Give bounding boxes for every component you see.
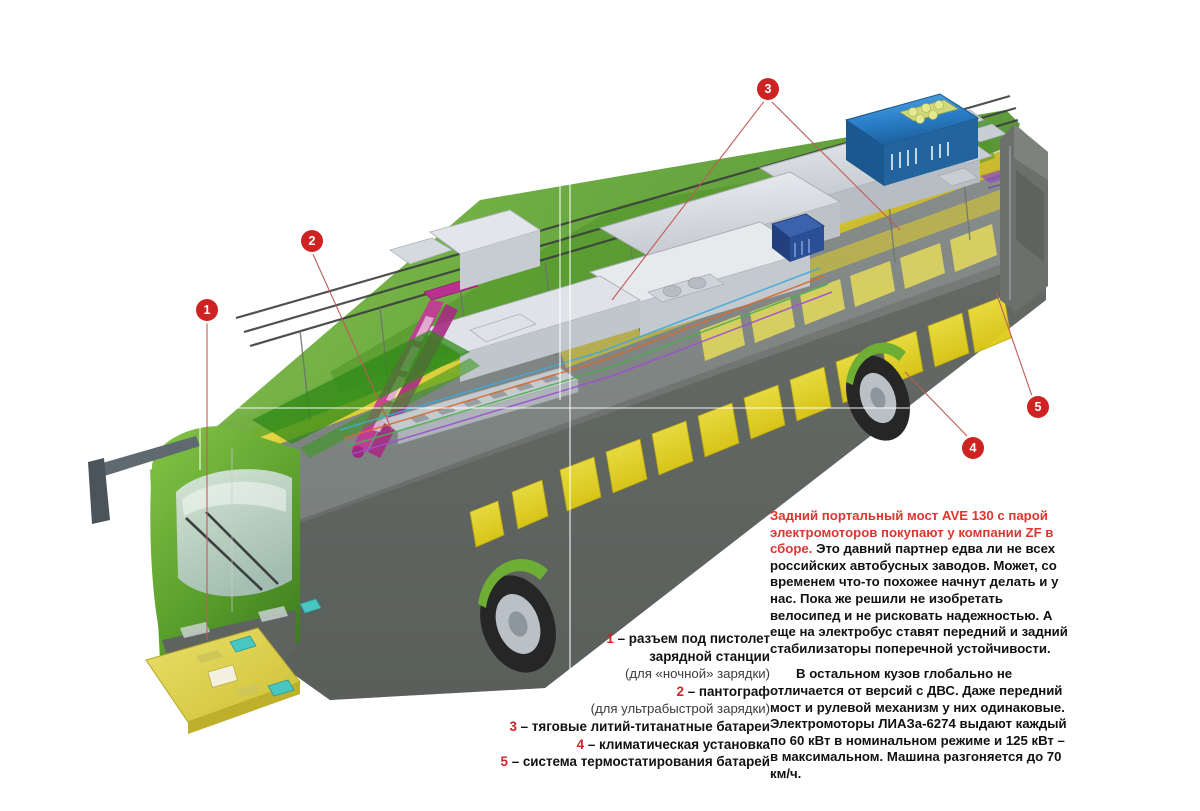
- charging-connector-panel: [145, 598, 322, 734]
- leader-3b: [769, 99, 901, 231]
- legend-note-2: (для ультрабыстрой зарядки): [590, 701, 770, 717]
- roof-tray-perforations: [410, 374, 560, 423]
- article-paragraph-2: В остальном кузов глобально не отличаетс…: [770, 666, 1067, 781]
- callout-marker-3[interactable]: 3: [757, 78, 779, 100]
- roof-inverter-unit: [771, 213, 825, 262]
- legend-text-3: – тяговые литий-титанатные батареи: [520, 718, 770, 734]
- legend-line-2: 2 – пантограф: [470, 683, 770, 701]
- callout-marker-2[interactable]: 2: [301, 230, 323, 252]
- article-lead-sentence: Задний портальный мост AVE 130 с парой э…: [770, 508, 1054, 557]
- legend-line-1: 1 – разъем под пистолет: [470, 630, 770, 648]
- windshield-glass: [176, 469, 292, 597]
- article-text-block: Задний портальный мост AVE 130 с парой э…: [770, 508, 1072, 783]
- callout-leader-lines: [206, 99, 1033, 640]
- legend-number-4: 4: [576, 736, 585, 752]
- leader-5: [995, 291, 1033, 397]
- article-paragraph-1: Задний портальный мост AVE 130 с парой э…: [770, 508, 1072, 657]
- climate-unit-grille: [899, 99, 959, 124]
- headlights: [180, 606, 288, 638]
- legend-line-5: 5 – система термостатирования батарей: [470, 753, 771, 771]
- leader-3a: [611, 99, 766, 301]
- rear-wheel: [846, 342, 910, 441]
- construction-lines: [96, 40, 1104, 760]
- legend-line-3: 3 – тяговые литий-титанатные батареи: [470, 718, 770, 736]
- callout-marker-1[interactable]: 1: [196, 299, 218, 321]
- callout-marker-4[interactable]: 4: [962, 437, 984, 459]
- legend-number-3: 3: [509, 718, 517, 734]
- front-roof-equipment: [389, 209, 542, 343]
- side-mirror: [88, 436, 200, 524]
- legend-line-1b: зарядной станции: [649, 648, 770, 664]
- legend-number-5: 5: [500, 754, 508, 770]
- wiring-harness: [339, 267, 833, 455]
- legend-line-4: 4 – климатическая установка: [470, 736, 770, 754]
- legend-text-1: – разъем под пистолет: [617, 631, 770, 646]
- leader-4: [904, 371, 969, 438]
- construction-lines-gray: [231, 146, 1011, 612]
- legend-text-4: – климатическая установка: [587, 736, 770, 752]
- front-wheel: [478, 559, 556, 673]
- legend-note-1: (для «ночной» зарядки): [624, 666, 770, 682]
- legend-number-2: 2: [676, 683, 684, 699]
- windshield-wipers: [185, 511, 279, 591]
- callout-marker-5[interactable]: 5: [1027, 396, 1049, 418]
- legend-text-2: – пантограф: [687, 683, 770, 699]
- charge-connector-brackets: [229, 598, 322, 697]
- legend-text-5: – система термостатирования батарей: [511, 754, 770, 770]
- battery-fan-plate: [647, 273, 725, 303]
- climate-control-unit: [844, 93, 980, 186]
- legend-list: 1 – разъем под пистолет зарядной станции…: [470, 630, 771, 771]
- article-body-1: Это давний партнер едва ли не всех росси…: [770, 541, 1068, 656]
- bus-rear-end: [1000, 124, 1048, 312]
- leader-2: [311, 251, 393, 431]
- legend-number-1: 1: [606, 631, 614, 646]
